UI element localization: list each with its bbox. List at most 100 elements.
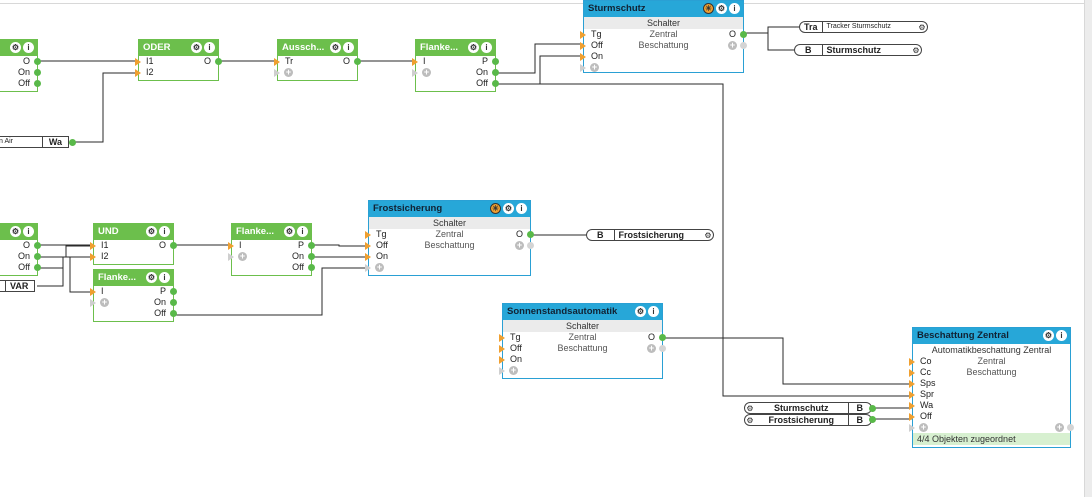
input-pin[interactable]: [909, 358, 915, 366]
output-pin[interactable]: [740, 42, 747, 49]
gear-icon[interactable]: ⚙: [746, 403, 754, 413]
input-tag-wa[interactable]: n Air Wa: [0, 136, 69, 148]
add-output-icon[interactable]: +: [647, 343, 656, 353]
output-pin[interactable]: [527, 231, 534, 238]
info-icon[interactable]: i: [297, 226, 308, 237]
output-pin[interactable]: [492, 58, 499, 65]
output-pin[interactable]: [170, 242, 177, 249]
add-output-icon[interactable]: +: [515, 240, 524, 250]
input-pin[interactable]: [90, 299, 96, 307]
input-pin[interactable]: [909, 402, 915, 410]
gear-icon[interactable]: ⚙: [191, 42, 202, 53]
input-pin[interactable]: [365, 253, 371, 261]
output-tag-sturmschutz[interactable]: B Sturmschutz ⚙: [794, 44, 922, 56]
sun-icon[interactable]: ☀: [703, 3, 714, 14]
add-output-icon[interactable]: +: [728, 40, 737, 50]
gear-icon[interactable]: ⚙: [284, 226, 295, 237]
output-pin[interactable]: [34, 80, 41, 87]
input-pin[interactable]: [90, 288, 96, 296]
add-output-icon[interactable]: +: [1055, 422, 1064, 432]
logic-block-left-mid[interactable]: ... ⚙i O On Off: [0, 223, 41, 276]
input-pin[interactable]: [365, 264, 371, 272]
output-pin[interactable]: [215, 58, 222, 65]
gear-icon[interactable]: ⚙: [10, 42, 21, 53]
logic-block-left-top[interactable]: ⚙i O On Off: [0, 39, 41, 92]
info-icon[interactable]: i: [343, 42, 354, 53]
add-input-icon[interactable]: +: [590, 62, 599, 72]
output-pin[interactable]: [527, 242, 534, 249]
info-icon[interactable]: i: [481, 42, 492, 53]
input-pin[interactable]: [499, 367, 505, 375]
input-pin[interactable]: [580, 53, 586, 61]
input-pin[interactable]: [412, 69, 418, 77]
add-input-icon[interactable]: +: [422, 67, 431, 77]
output-pin[interactable]: [1067, 424, 1074, 431]
gear-icon[interactable]: ⚙: [1043, 330, 1054, 341]
add-input-icon[interactable]: +: [238, 251, 247, 261]
output-pin[interactable]: [308, 242, 315, 249]
output-pin[interactable]: [492, 69, 499, 76]
input-pin[interactable]: [499, 334, 505, 342]
input-pin[interactable]: [228, 253, 234, 261]
info-icon[interactable]: i: [159, 272, 170, 283]
output-pin[interactable]: [34, 264, 41, 271]
input-pin[interactable]: [90, 242, 96, 250]
info-icon[interactable]: i: [516, 203, 527, 214]
input-pin[interactable]: [909, 369, 915, 377]
output-tag-tracker[interactable]: Tra Tracker Sturmschutz ⚙: [799, 21, 928, 33]
input-pin[interactable]: [909, 391, 915, 399]
function-block-beschattung-zentral[interactable]: Beschattung Zentral ⚙i Automatikbeschatt…: [909, 327, 1074, 448]
add-input-icon[interactable]: +: [375, 262, 384, 272]
add-input-icon[interactable]: +: [919, 422, 928, 432]
output-pin[interactable]: [170, 310, 177, 317]
info-icon[interactable]: i: [1056, 330, 1067, 341]
output-pin[interactable]: [659, 345, 666, 352]
gear-icon[interactable]: ⚙: [10, 226, 21, 237]
output-pin[interactable]: [492, 80, 499, 87]
sun-icon[interactable]: ☀: [490, 203, 501, 214]
input-tag-sturmschutz[interactable]: ⚙ Sturmschutz B: [744, 402, 872, 414]
gear-icon[interactable]: ⚙: [704, 230, 712, 240]
input-pin[interactable]: [412, 58, 418, 66]
input-pin[interactable]: [274, 58, 280, 66]
input-pin[interactable]: [499, 356, 505, 364]
input-pin[interactable]: [90, 253, 96, 261]
gear-icon[interactable]: ⚙: [146, 226, 157, 237]
input-pin[interactable]: [228, 242, 234, 250]
add-input-icon[interactable]: +: [284, 67, 293, 77]
vertical-scrollbar[interactable]: [1084, 0, 1092, 497]
info-icon[interactable]: i: [729, 3, 740, 14]
gear-icon[interactable]: ⚙: [635, 306, 646, 317]
add-input-icon[interactable]: +: [509, 365, 518, 375]
input-pin[interactable]: [580, 64, 586, 72]
gear-icon[interactable]: ⚙: [918, 22, 926, 32]
add-input-icon[interactable]: +: [100, 297, 109, 307]
input-pin[interactable]: [365, 242, 371, 250]
output-pin[interactable]: [308, 264, 315, 271]
info-icon[interactable]: i: [23, 226, 34, 237]
gear-icon[interactable]: ⚙: [716, 3, 727, 14]
output-pin[interactable]: [170, 299, 177, 306]
info-icon[interactable]: i: [159, 226, 170, 237]
info-icon[interactable]: i: [204, 42, 215, 53]
input-tag-var[interactable]: VAR: [0, 280, 35, 292]
gear-icon[interactable]: ⚙: [468, 42, 479, 53]
output-pin[interactable]: [34, 253, 41, 260]
output-pin[interactable]: [34, 69, 41, 76]
output-pin[interactable]: [170, 288, 177, 295]
output-pin[interactable]: [354, 58, 361, 65]
output-pin[interactable]: [869, 405, 876, 412]
input-pin[interactable]: [365, 231, 371, 239]
gear-icon[interactable]: ⚙: [330, 42, 341, 53]
output-pin[interactable]: [308, 253, 315, 260]
